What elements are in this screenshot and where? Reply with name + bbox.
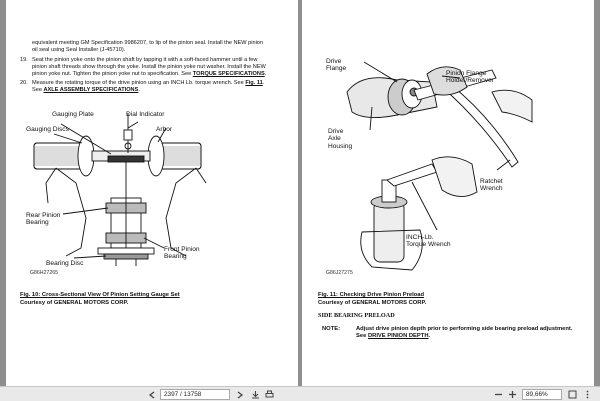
text-line: Measure the rotating torque of the drive… [32,80,244,86]
label-line: Wrench [480,185,503,193]
document-page-left: equivalent meeting GM Specification 9986… [6,0,298,386]
drive-pinion-depth-link[interactable]: DRIVE PINION DEPTH [367,333,429,340]
viewer-toolbar: 2397 / 13758 89,66% [0,386,600,401]
figure-10-courtesy: Courtesy of GENERAL MOTORS CORP. [20,300,129,306]
step-18-continued: equivalent meeting GM Specification 9986… [32,40,294,54]
step-20: 20. Measure the rotating torque of the d… [20,80,296,94]
label-pinion-flange-holder: Pinion Flange Holder/Remover [446,70,494,85]
text-line: pinion yoke nut. Tighten the pinion yoke… [32,71,192,78]
label-line: Rear Pinion [26,212,61,219]
label-line: INCH-Lb. [406,234,434,241]
note-text: Adjust drive pinion depth prior to perfo… [356,326,592,341]
label-line: Ratchet [480,178,503,185]
label-inch-lb-torque-wrench: INCH-Lb. Torque Wrench [406,234,451,249]
pinion-gauge-cross-section-figure [33,113,207,266]
figure-11-courtesy: Courtesy of GENERAL MOTORS CORP. [318,300,427,306]
figure-id: G86J27275 [326,270,353,276]
note-label: NOTE: [322,326,341,332]
zoom-in-icon[interactable] [507,389,518,400]
zoom-level-input[interactable]: 89,66% [522,389,562,400]
label-gauging-discs: Gauging Discs [26,126,69,133]
more-options-icon[interactable] [582,389,593,400]
fig-11-link[interactable]: Fig. 11 [245,80,263,86]
text-line: equivalent meeting GM Specification 9986… [32,40,264,46]
zoom-out-icon[interactable] [493,389,504,400]
label-line: Housing [328,142,353,150]
label-line: Bearing [26,219,49,227]
note-punct: . [428,333,431,340]
text-line: oil seal using Seal Installer (J-45710). [32,47,126,54]
text-punct: . [262,80,265,86]
text-punct: . [138,87,140,94]
print-icon[interactable] [264,389,275,400]
previous-page-icon[interactable] [146,389,157,400]
note-line: Adjust drive pinion depth prior to perfo… [356,326,573,332]
label-front-pinion-bearing: Front Pinion Bearing [164,246,200,261]
step-19: 19. Seat the pinion yoke onto the pinion… [20,57,296,79]
document-viewport[interactable]: equivalent meeting GM Specification 9986… [0,0,600,386]
axle-assembly-specifications-link[interactable]: AXLE ASSEMBLY SPECIFICATIONS [43,87,139,94]
text-punct: . [264,71,267,78]
document-page-right: Drive Flange Pinion Flange Holder/Remove… [302,0,594,386]
label-arbor: Arbor [156,126,173,133]
text-line: Seat the pinion yoke onto the pinion sha… [32,57,258,63]
label-drive-axle-housing: Drive Axle Housing [328,128,352,150]
label-line: Bearing [164,253,187,261]
text-line: pinion shaft threads show through the yo… [32,64,266,71]
label-drive-flange: Drive Flange [326,58,346,73]
label-ratchet-wrench: Ratchet Wrench [480,178,503,193]
text-line: See [32,87,42,94]
label-line: Drive [326,58,342,65]
figure-11-caption: Fig. 11: Checking Drive Pinion Preload [318,292,424,298]
figure-id: G86H27265 [30,270,58,276]
label-line: Axle [328,135,341,143]
label-gauging-plate: Gauging Plate [52,111,94,118]
fit-page-icon[interactable] [567,389,578,400]
section-heading: SIDE BEARING PRELOAD [318,312,395,319]
label-bearing-disc: Bearing Disc [46,260,84,267]
label-dial-indicator: Dial Indicator [126,111,165,118]
label-line: Drive [328,128,344,135]
label-line: Torque Wrench [406,241,451,249]
next-page-icon[interactable] [234,389,245,400]
drive-pinion-preload-figure [346,61,533,271]
label-line: Holder/Remover [446,77,495,85]
label-line: Flange [326,65,347,73]
label-line: Front Pinion [164,246,200,253]
figure-10-caption: Fig. 10: Cross-Sectional View Of Pinion … [20,292,180,298]
label-rear-pinion-bearing: Rear Pinion Bearing [26,212,60,227]
note-see: See [356,333,367,340]
step-number: 19. [20,57,28,63]
download-icon[interactable] [250,389,261,400]
page-number-input[interactable]: 2397 / 13758 [160,389,230,400]
label-line: Pinion Flange [446,70,487,77]
step-number: 20. [20,80,28,86]
torque-specifications-link[interactable]: TORQUE SPECIFICATIONS [192,71,265,78]
